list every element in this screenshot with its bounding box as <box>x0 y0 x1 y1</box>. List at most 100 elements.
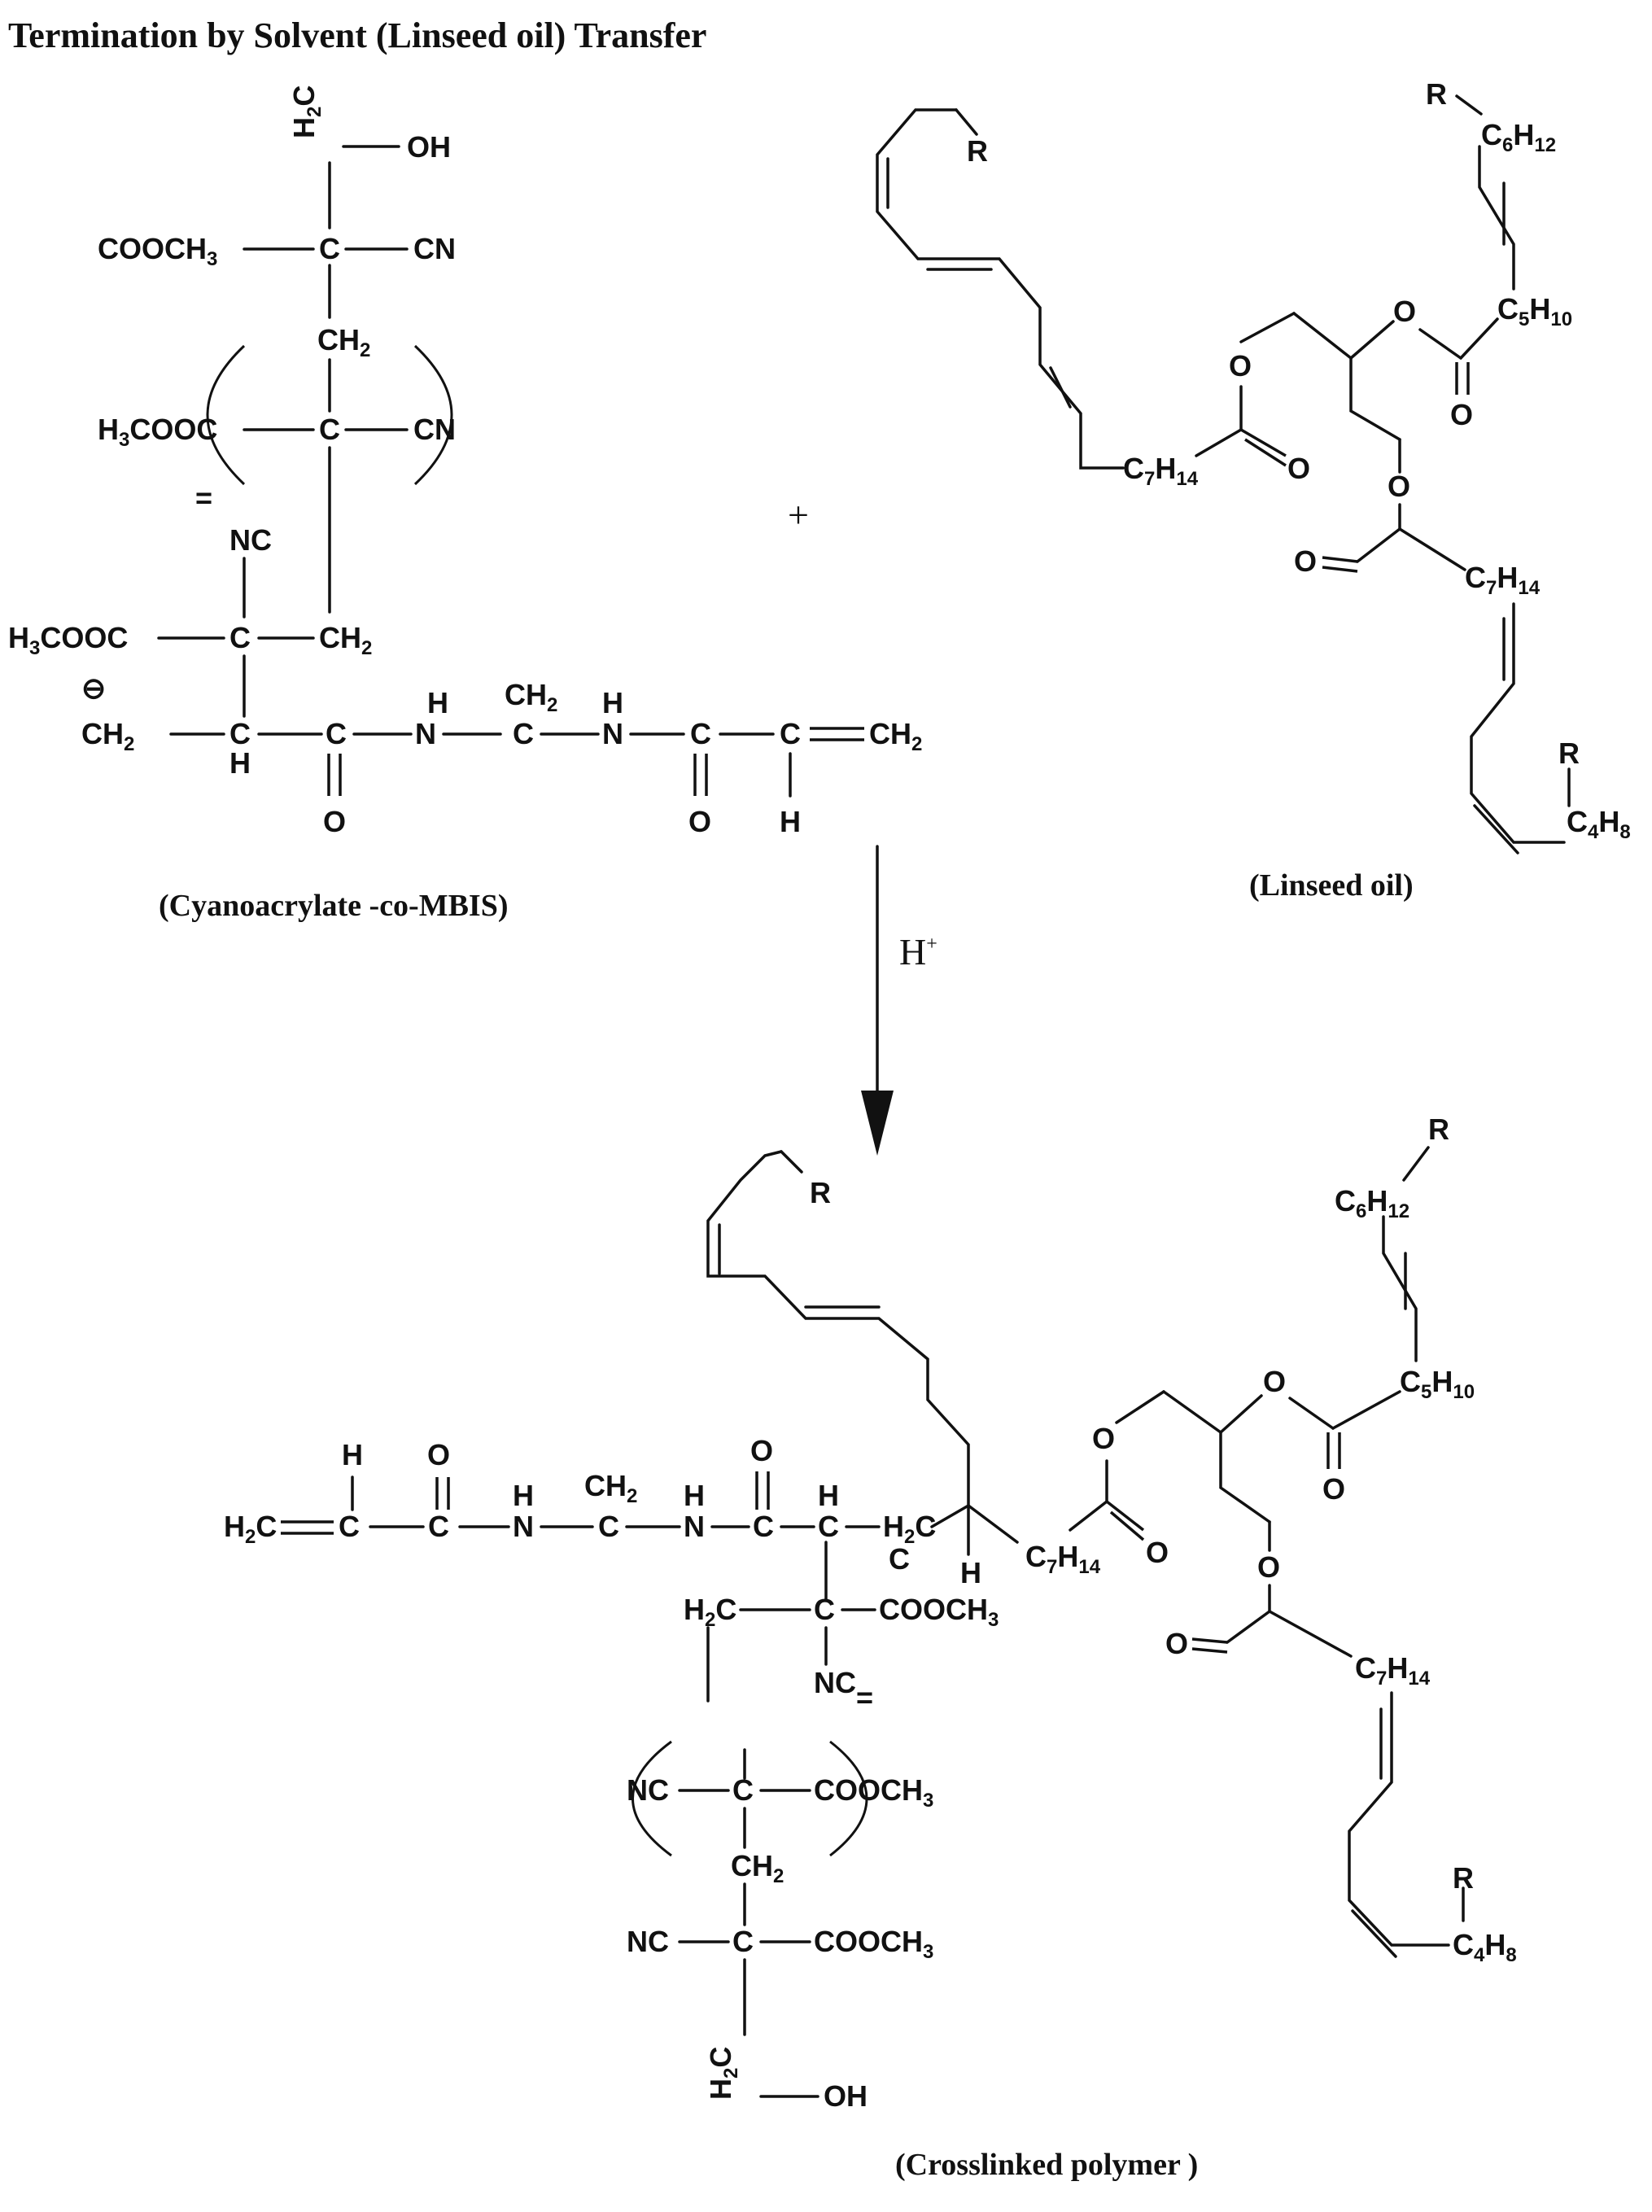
atom-c6h12: C6H12 <box>1481 118 1556 156</box>
atom-h: H <box>427 686 448 719</box>
atom-o: O <box>1229 349 1252 383</box>
atom-cooch3: COOCH3 <box>814 1773 933 1812</box>
atom-c7h14: C7H14 <box>1355 1651 1431 1690</box>
atom-o: O <box>688 805 711 838</box>
atom-c: C <box>690 717 711 750</box>
atom-h: H <box>342 1438 363 1471</box>
atom-ch2: CH2 <box>869 717 922 755</box>
repeat-bracket-right <box>413 344 453 486</box>
atom-o: O <box>1450 398 1473 431</box>
atom-ch2: CH2 <box>317 323 370 361</box>
atom-h: H <box>513 1479 534 1512</box>
label-reactant-1: (Cyanoacrylate -co-MBIS) <box>159 889 509 923</box>
atom-ch2: CH2 <box>731 1849 784 1887</box>
atom-o: O <box>750 1434 773 1467</box>
atom-o: O <box>1092 1422 1115 1455</box>
atom-o: O <box>1287 452 1310 485</box>
atom-c: C <box>319 413 340 446</box>
atom-nc: NC <box>627 1925 669 1958</box>
atom-c: C <box>339 1510 360 1543</box>
atom-o: O <box>1322 1472 1345 1506</box>
atom-nc: NC <box>627 1773 669 1807</box>
atom-c: C <box>818 1510 839 1543</box>
plus-sign: + <box>788 494 809 536</box>
atom-h2c: H2C <box>684 1593 736 1631</box>
product-crosslinked-polymer: H2C C H C O N H CH2 C N H C O C H H2C C … <box>224 1113 1517 2113</box>
atom-c: C <box>780 717 801 750</box>
atom-h3cooc: H3COOC <box>98 413 217 451</box>
atom-ch2-top: CH2 <box>505 678 557 716</box>
atom-oh: OH <box>407 130 451 164</box>
atom-o: O <box>1165 1627 1188 1660</box>
atom-c: C <box>428 1510 449 1543</box>
atom-o: O <box>1388 470 1410 503</box>
atom-c: C <box>889 1542 910 1576</box>
atom-h2c: H2C <box>704 2047 742 2100</box>
atom-h: H <box>229 746 251 780</box>
atom-o: O <box>1263 1365 1286 1398</box>
atom-cooch3: COOCH3 <box>879 1593 999 1631</box>
atom-eq: = <box>856 1681 873 1714</box>
atom-n: N <box>415 717 436 750</box>
atom-o: O <box>427 1438 450 1471</box>
atom-h: H <box>602 686 623 719</box>
label-product: (Crosslinked polymer ) <box>895 2148 1198 2182</box>
atom-eq: = <box>195 481 212 514</box>
atom-ch2-top: CH2 <box>584 1469 637 1507</box>
atom-c7h14: C7H14 <box>1025 1540 1101 1578</box>
repeat-bracket-right <box>829 1740 868 1857</box>
atom-c5h10: C5H10 <box>1497 292 1572 330</box>
atom-c7h14: C7H14 <box>1465 561 1541 599</box>
atom-n: N <box>602 717 623 750</box>
atom-ch2: CH2 <box>81 717 134 755</box>
atom-c4h8: C4H8 <box>1567 805 1631 843</box>
atom-c: C <box>753 1510 774 1543</box>
atom-o: O <box>1146 1536 1169 1569</box>
atom-cooch3: COOCH3 <box>814 1925 933 1963</box>
atom-o: O <box>1294 544 1317 578</box>
reagent-h-plus: H+ <box>899 931 937 973</box>
label-reactant-2: (Linseed oil) <box>1249 868 1414 903</box>
atom-nc: NC <box>229 523 272 557</box>
atom-c: C <box>319 232 340 265</box>
scheme-title: Termination by Solvent (Linseed oil) Tra… <box>8 15 706 55</box>
atom-n: N <box>513 1510 534 1543</box>
atom-r: R <box>1426 77 1447 111</box>
atom-c6h12: C6H12 <box>1335 1184 1409 1222</box>
minus-charge-icon: ⊖ <box>81 671 106 705</box>
atom-h2c: H2C <box>224 1510 277 1548</box>
atom-c: C <box>814 1593 835 1626</box>
repeat-bracket-left <box>632 1740 672 1857</box>
atom-cn: CN <box>413 413 456 446</box>
atom-r: R <box>967 134 988 168</box>
atom-c: C <box>326 717 347 750</box>
atom-o: O <box>323 805 346 838</box>
atom-cooch3: COOCH3 <box>98 232 217 270</box>
atom-r: R <box>1558 737 1580 770</box>
atom-h: H <box>818 1479 839 1512</box>
atom-nc: NC <box>814 1666 856 1699</box>
repeat-bracket-left <box>206 344 246 486</box>
atom-c: C <box>732 1925 754 1958</box>
atom-c: C <box>732 1773 754 1807</box>
atom-cn: CN <box>413 232 456 265</box>
atom-c7h14: C7H14 <box>1123 452 1199 490</box>
atom-c: C <box>598 1510 619 1543</box>
reaction-arrow <box>861 845 894 1156</box>
atom-c: C <box>513 717 534 750</box>
reactant-cyanoacrylate-mbis: H2C OH COOCH3 C CN CH2 H3COOC C CN = NC … <box>8 85 922 838</box>
atom-c: C <box>229 717 251 750</box>
atom-h2c: H2C <box>287 85 326 138</box>
atom-h: H <box>960 1556 981 1589</box>
atom-oh: OH <box>824 2079 868 2113</box>
reactant-linseed-oil: R C7H14 O O O O C5H10 C6H12 R O O C7 <box>876 77 1631 855</box>
atom-h: H <box>684 1479 705 1512</box>
atom-h: H <box>780 805 801 838</box>
atom-ch2: CH2 <box>319 621 372 659</box>
atom-c: C <box>229 621 251 654</box>
atom-h3cooc: H3COOC <box>8 621 128 659</box>
atom-n: N <box>684 1510 705 1543</box>
atom-c5h10: C5H10 <box>1400 1365 1475 1403</box>
atom-o: O <box>1393 295 1416 328</box>
